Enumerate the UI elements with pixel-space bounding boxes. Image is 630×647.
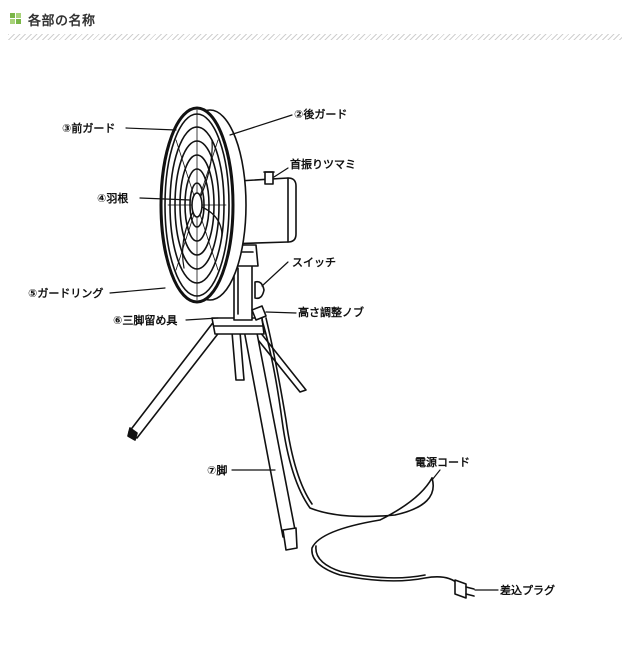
label-blade: ④羽根	[97, 191, 129, 205]
label-height-knob: 高さ調整ノブ	[298, 305, 364, 319]
fan-head	[161, 108, 246, 302]
label-leg: ⑦脚	[207, 463, 227, 477]
label-plug: 差込プラグ	[500, 583, 555, 597]
label-oscillation-knob: 首振りツマミ	[290, 157, 356, 171]
label-switch: スイッチ	[292, 256, 336, 269]
plug	[455, 580, 474, 598]
label-tripod-bracket: ⑥三脚留め具	[113, 313, 177, 327]
switch-part	[255, 282, 264, 299]
label-power-cord: 電源コード	[415, 455, 470, 469]
tripod-legs	[128, 318, 306, 550]
label-front-guard: ③前ガード	[62, 121, 115, 135]
label-guard-ring: ⑤ガードリング	[28, 286, 103, 300]
label-rear-guard: ②後ガード	[294, 107, 347, 121]
oscillation-knob	[264, 172, 274, 184]
